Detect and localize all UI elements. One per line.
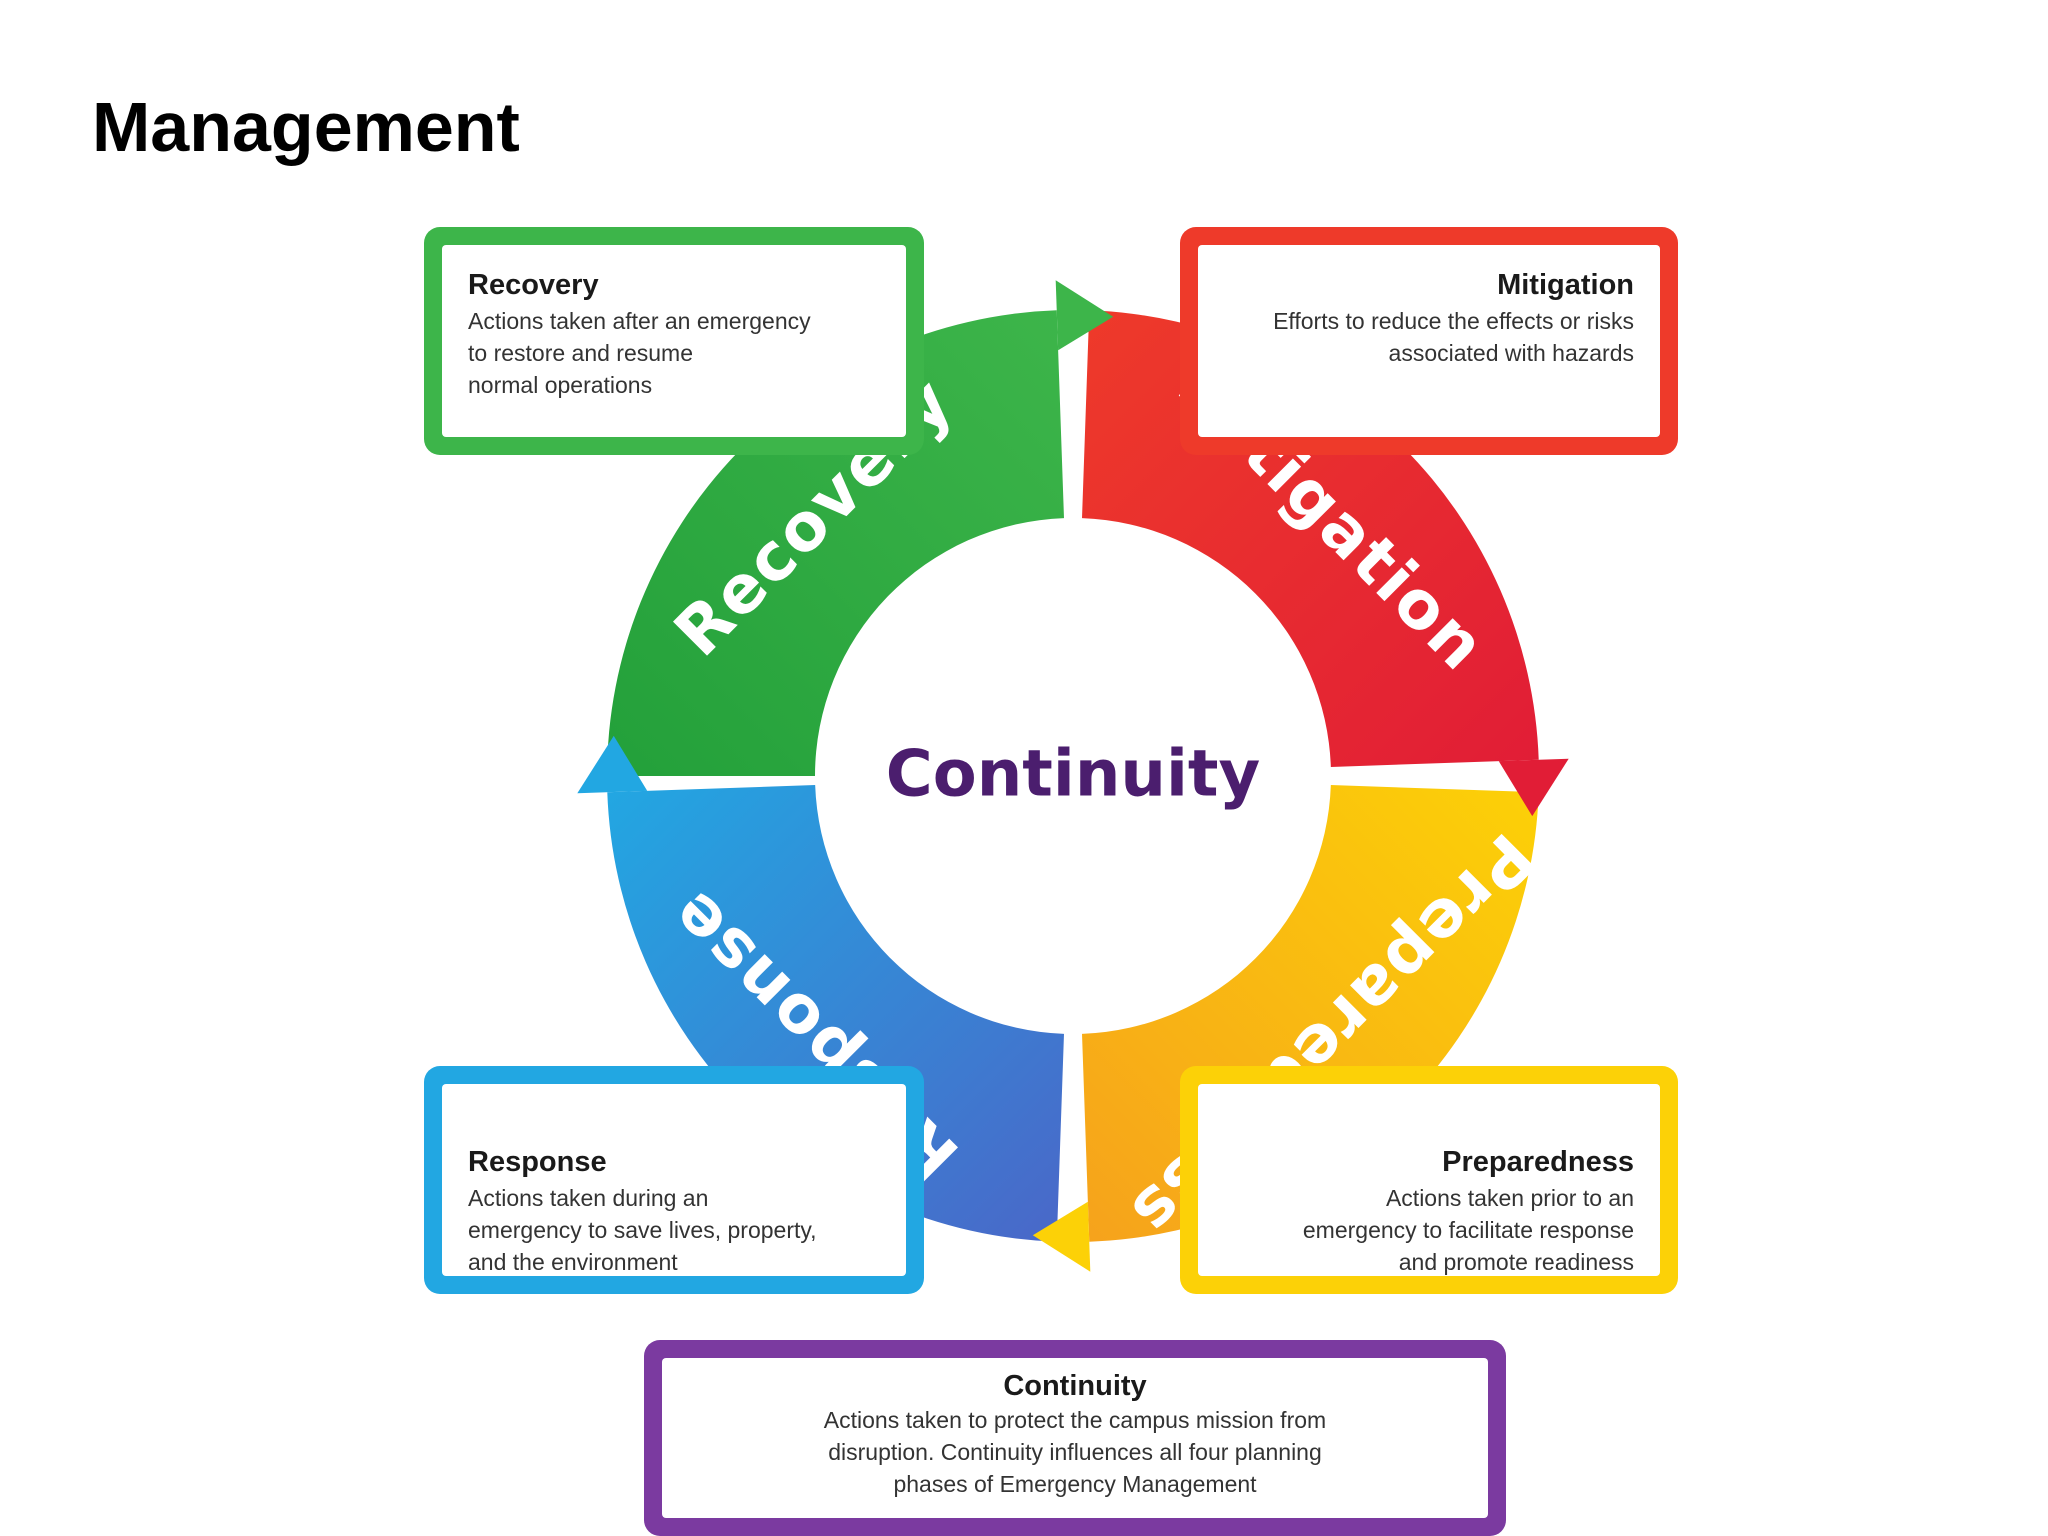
response-box-description: Actions taken during an emergency to sav… [468,1185,817,1275]
center-label: Continuity [886,738,1260,812]
preparedness-info-box: Preparedness Actions taken prior to an e… [1180,1066,1678,1294]
continuity-box-title: Continuity [1003,1370,1147,1402]
continuity-info-box-inner: Continuity Actions taken to protect the … [662,1358,1488,1518]
recovery-arc-segment [607,310,1064,776]
response-arrowhead [577,735,648,794]
continuity-info-box: Continuity Actions taken to protect the … [644,1340,1506,1536]
slide-title: Management [92,88,520,166]
response-arc-segment [607,785,1064,1242]
response-box-title: Response [468,1146,607,1178]
mitigation-info-box-inner: Mitigation Efforts to reduce the effects… [1198,245,1660,437]
preparedness-arrowhead [1032,1201,1091,1272]
mitigation-box-title: Mitigation [1497,269,1634,301]
mitigation-box-description: Efforts to reduce the effects or risks a… [1273,308,1634,366]
continuity-box-description: Actions taken to protect the campus miss… [823,1407,1327,1497]
recovery-info-box-inner: Recovery Actions taken after an emergenc… [442,245,906,437]
recovery-box-title: Recovery [468,269,599,301]
preparedness-box-description: Actions taken prior to an emergency to f… [1302,1185,1634,1275]
mitigation-arrowhead [1498,758,1569,817]
mitigation-info-box: Mitigation Efforts to reduce the effects… [1180,227,1678,455]
response-info-box: Response Actions taken during an emergen… [424,1066,924,1294]
recovery-arrowhead [1055,280,1114,351]
preparedness-box-title: Preparedness [1442,1146,1634,1178]
response-info-box-inner: Response Actions taken during an emergen… [442,1084,906,1276]
recovery-box-description: Actions taken after an emergency to rest… [468,308,811,398]
recovery-info-box: Recovery Actions taken after an emergenc… [424,227,924,455]
preparedness-info-box-inner: Preparedness Actions taken prior to an e… [1198,1084,1660,1276]
